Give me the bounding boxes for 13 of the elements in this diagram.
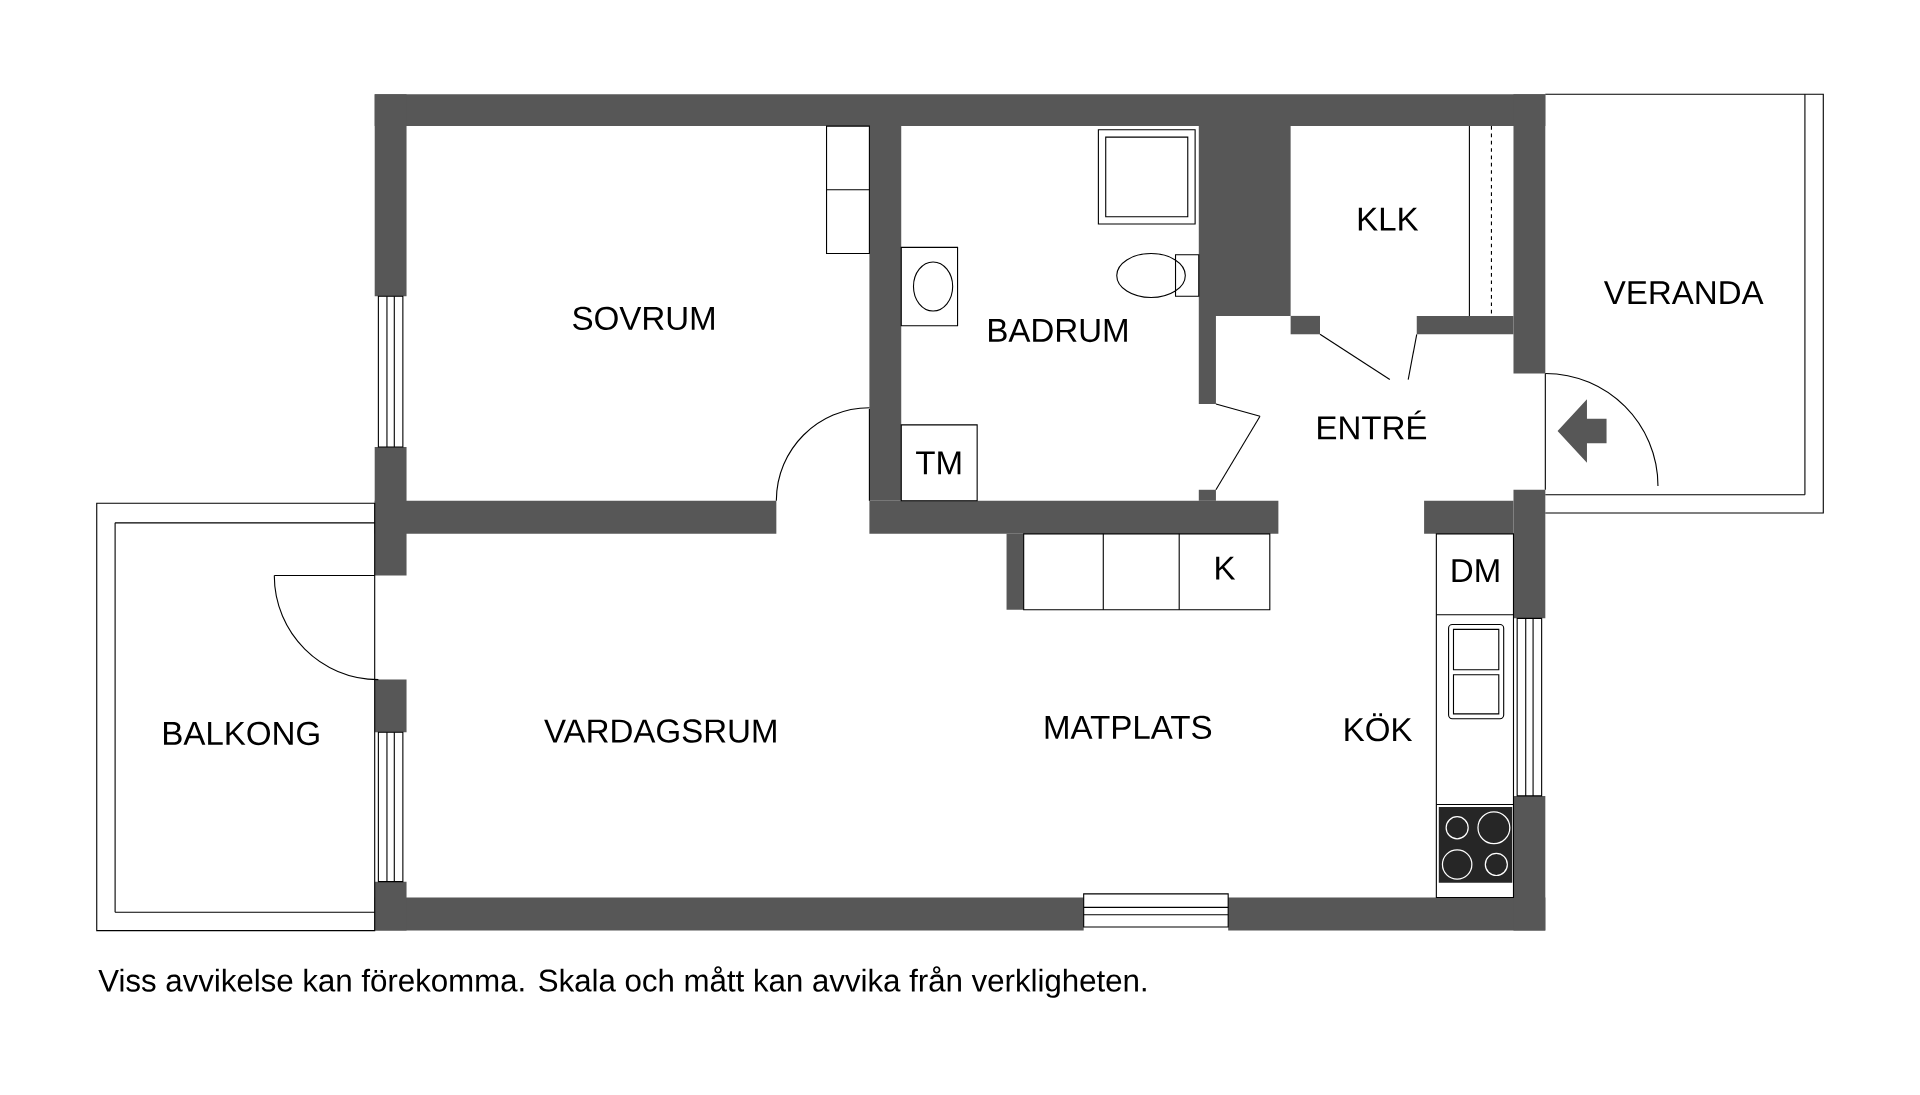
room-label: KLK	[1358, 207, 1419, 231]
room-label: VERANDA	[1603, 281, 1764, 305]
room-label: K	[1216, 556, 1236, 580]
room-label: MATPLATS	[1045, 715, 1212, 740]
room-label: KÖK	[1345, 713, 1413, 742]
room-label: VARDAGSRUM	[544, 719, 776, 743]
room-label: BALKONG	[164, 721, 319, 746]
room-label: ENTRÉ	[1318, 410, 1427, 440]
caption: Viss avvikelse kan förekomma. Skala och mått kan avvika från verkligheten.	[98, 966, 1146, 998]
room-label: SOVRUM	[573, 306, 714, 331]
room-label: TM	[916, 451, 961, 475]
room-label: BADRUM	[989, 319, 1127, 343]
room-label: DM	[1452, 559, 1499, 583]
